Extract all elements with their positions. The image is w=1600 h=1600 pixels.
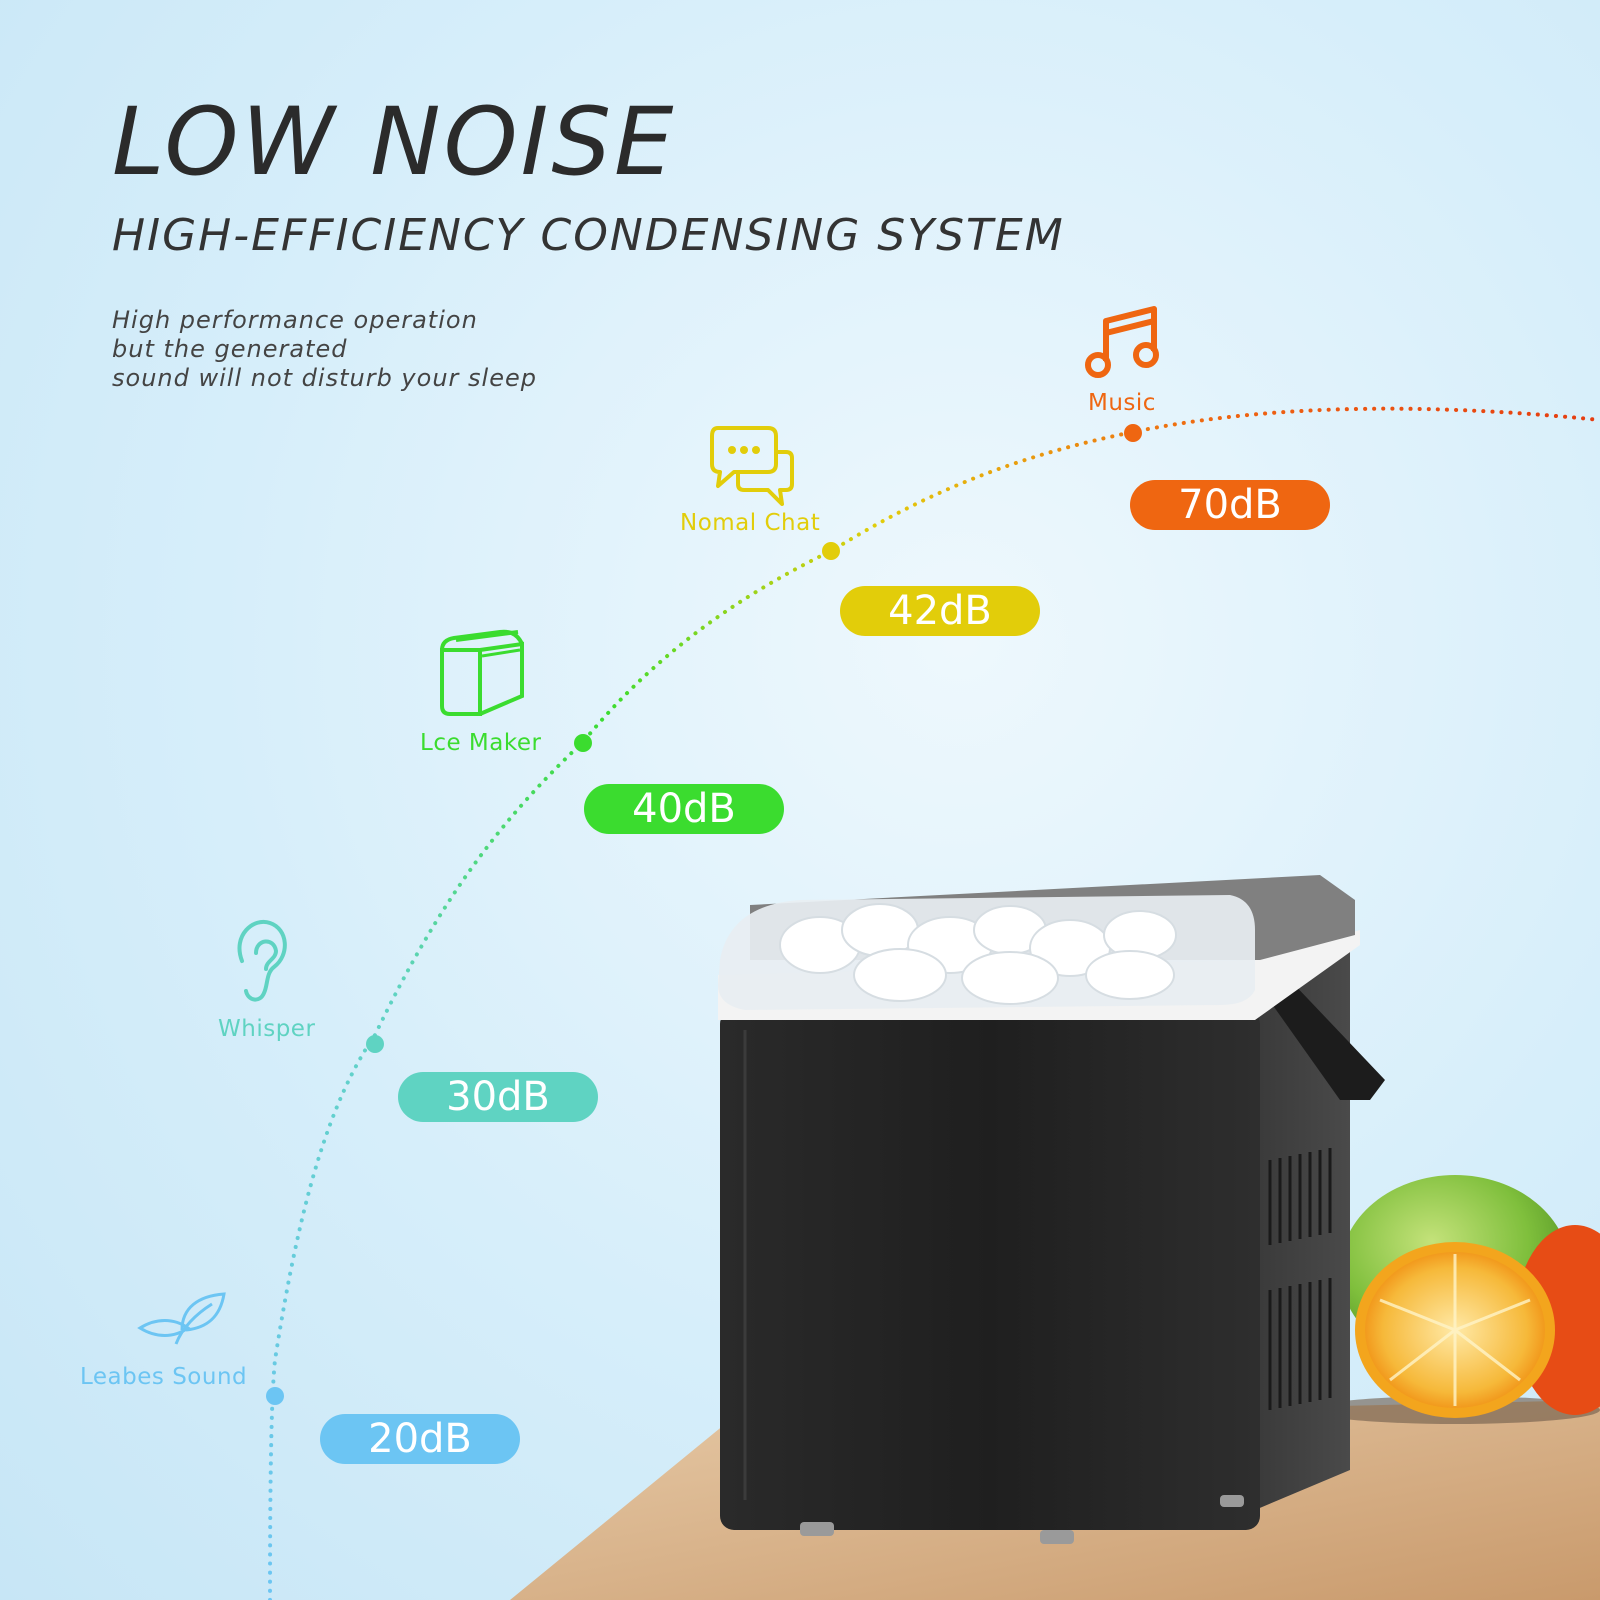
level-value-30db: 30dB [398, 1072, 598, 1122]
level-label-30db: Whisper [218, 1016, 316, 1042]
marker-20db [266, 1387, 284, 1405]
level-label-70db: Music [1088, 390, 1156, 416]
fruit [1310, 1175, 1600, 1424]
leaf-icon [137, 1292, 226, 1345]
marker-40db [574, 734, 592, 752]
headline: LOW NOISE [112, 88, 677, 197]
level-label-40db: Lce Maker [420, 730, 542, 756]
level-value-20db: 20dB [320, 1414, 520, 1464]
ice-maker-product [718, 875, 1385, 1544]
description-line: but the generated [112, 335, 348, 363]
ear-icon [237, 919, 287, 1002]
description: High performance operation but the gener… [112, 306, 537, 393]
marker-30db [366, 1035, 384, 1053]
marker-70db [1124, 424, 1142, 442]
marker-42db [822, 542, 840, 560]
level-value-40db: 40dB [584, 784, 784, 834]
level-label-42db: Nomal Chat [680, 510, 821, 536]
description-line: sound will not disturb your sleep [112, 364, 537, 392]
level-label-20db: Leabes Sound [80, 1364, 248, 1390]
subheadline: HIGH-EFFICIENCY CONDENSING SYSTEM [112, 210, 1065, 261]
ice-maker-icon [440, 629, 524, 716]
description-line: High performance operation [112, 306, 478, 334]
chat-bubbles-icon [710, 426, 794, 506]
music-note-icon [1085, 306, 1159, 378]
level-value-42db: 42dB [840, 586, 1040, 636]
level-value-70db: 70dB [1130, 480, 1330, 530]
